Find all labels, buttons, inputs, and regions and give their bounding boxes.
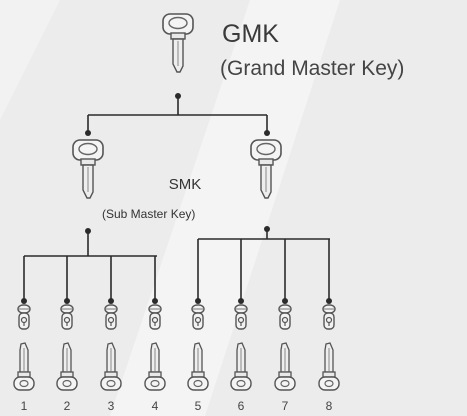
user-key-icon [13, 342, 35, 391]
connector-dot [85, 130, 91, 136]
background-highlight [110, 0, 340, 416]
connector-dot [21, 298, 27, 304]
connector-dot [152, 298, 158, 304]
key-number-1: 1 [20, 399, 28, 413]
key-number-5: 5 [194, 399, 202, 413]
connector-dot [264, 130, 270, 136]
key-number-8: 8 [325, 399, 333, 413]
user-key-icon [318, 342, 340, 391]
connector-dot [195, 298, 201, 304]
user-key-icon [56, 342, 78, 391]
user-key-icon [230, 342, 252, 391]
connector-dot [326, 298, 332, 304]
key-number-6: 6 [237, 399, 245, 413]
connector-dot [238, 298, 244, 304]
user-key-icon [100, 342, 122, 391]
gmk-key-icon [162, 13, 194, 73]
lock-cylinder-icon [278, 304, 292, 330]
background-highlight-corner [0, 0, 60, 120]
gmk-subtitle: (Grand Master Key) [220, 57, 405, 80]
lock-cylinder-icon [17, 304, 31, 330]
user-key-icon [274, 342, 296, 391]
connector-dot [282, 298, 288, 304]
lock-cylinder-icon [322, 304, 336, 330]
connector-dot [64, 298, 70, 304]
key-number-2: 2 [63, 399, 71, 413]
smk-subtitle: (Sub Master Key) [102, 207, 196, 221]
key-number-7: 7 [281, 399, 289, 413]
lock-cylinder-icon [148, 304, 162, 330]
lock-cylinder-icon [60, 304, 74, 330]
lock-cylinder-icon [191, 304, 205, 330]
gmk-title: GMK [222, 20, 279, 48]
lock-cylinder-icon [104, 304, 118, 330]
connector-dot [108, 298, 114, 304]
smk-title: SMK [168, 176, 202, 193]
key-number-4: 4 [151, 399, 159, 413]
key-number-3: 3 [107, 399, 115, 413]
lock-cylinder-icon [234, 304, 248, 330]
smk-key-icon-left [72, 139, 104, 199]
